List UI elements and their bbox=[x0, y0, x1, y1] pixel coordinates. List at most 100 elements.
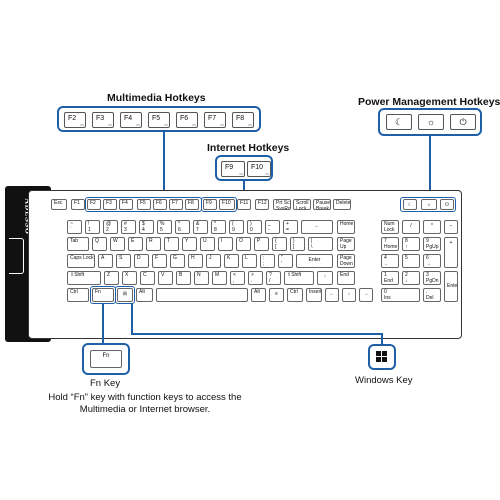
key-arrow-left: ← bbox=[325, 288, 339, 302]
key-right-ctrl: Ctrl bbox=[287, 288, 303, 302]
windows-connector-horizontal bbox=[131, 333, 383, 335]
key-n: N bbox=[194, 271, 209, 285]
key-num-enter: Enter bbox=[444, 271, 458, 302]
key-num-5: 5 bbox=[402, 254, 420, 268]
note-line-2: Multimedia or Internet browser. bbox=[79, 404, 211, 415]
key-k: K bbox=[224, 254, 239, 268]
key-e: E bbox=[128, 237, 143, 251]
key-home: Home bbox=[337, 220, 355, 234]
key-period: > . bbox=[248, 271, 263, 285]
key-m: M bbox=[212, 271, 227, 285]
key-8: * 8 bbox=[211, 220, 226, 234]
power-icon: ⏻ bbox=[450, 114, 476, 130]
key-w: W bbox=[110, 237, 125, 251]
key-f9: F9 bbox=[203, 199, 217, 210]
key-windows: ⊞ bbox=[117, 288, 133, 302]
key-9: ( 9 bbox=[229, 220, 244, 234]
key-6: ^ 6 bbox=[175, 220, 190, 234]
internet-hotkeys-title: Internet Hotkeys bbox=[207, 142, 290, 154]
key-b: B bbox=[176, 271, 191, 285]
key-print-screen: Prt Sc SysRq bbox=[273, 199, 291, 210]
key-f7: F7 bbox=[169, 199, 183, 210]
key-delete: Delete bbox=[333, 199, 351, 210]
note-line-1: Hold “Fn” key with function keys to acce… bbox=[48, 392, 242, 403]
key-v: V bbox=[158, 271, 173, 285]
key-arrow-down: ↓ bbox=[342, 288, 356, 302]
key-o: O bbox=[236, 237, 251, 251]
callout-key-f6: F6▭ bbox=[176, 112, 198, 128]
key-num-minus: − bbox=[444, 220, 458, 234]
key-1: ! 1 bbox=[85, 220, 100, 234]
key-2: @ 2 bbox=[103, 220, 118, 234]
internet-callout: F9▭ F10▭ bbox=[215, 155, 273, 181]
key-x: X bbox=[122, 271, 137, 285]
power-hotkeys-title: Power Management Hotkeys bbox=[358, 96, 500, 108]
sleep-icon: ☾ bbox=[386, 114, 412, 130]
key-f5: F5 bbox=[137, 199, 151, 210]
multimedia-callout: F2▭ F3▭ F4▭ F5▭ F6▭ F7▭ F8▭ bbox=[57, 106, 261, 132]
key-caps-lock: Caps Lock bbox=[67, 254, 95, 268]
fn-key-highlight bbox=[90, 286, 116, 304]
multimedia-keys-highlight bbox=[85, 197, 202, 212]
fn-key-label: Fn Key bbox=[90, 378, 121, 389]
key-5: % 5 bbox=[157, 220, 172, 234]
key-num-lock: Num Lock bbox=[381, 220, 399, 234]
callout-key-f5: F5▭ bbox=[148, 112, 170, 128]
windows-key-label: Windows Key bbox=[355, 375, 413, 386]
key-num-3: 3 PgDn bbox=[423, 271, 441, 285]
key-num-divide: / bbox=[402, 220, 420, 234]
key-left-shift: ⇧Shift bbox=[67, 271, 101, 285]
key-4: $ 4 bbox=[139, 220, 154, 234]
key-left-ctrl: Ctrl bbox=[67, 288, 89, 302]
key-pause-break: Pause Break bbox=[313, 199, 331, 210]
key-backslash: | \ bbox=[308, 237, 333, 251]
key-f: F bbox=[152, 254, 167, 268]
key-space bbox=[156, 288, 248, 302]
key-backspace: ← bbox=[301, 220, 333, 234]
key-backtick: ~ ` bbox=[67, 220, 82, 234]
key-f12: F12 bbox=[255, 199, 269, 210]
power-connector bbox=[429, 136, 431, 202]
key-equals: + = bbox=[283, 220, 298, 234]
key-page-up: Page Up bbox=[337, 237, 355, 251]
key-insert: Insert bbox=[306, 288, 322, 302]
key-esc: Esc bbox=[51, 199, 67, 210]
windows-key-callout bbox=[368, 344, 396, 370]
key-a: A bbox=[98, 254, 113, 268]
key-f8: F8 bbox=[185, 199, 199, 210]
key-r: R bbox=[146, 237, 161, 251]
key-right-shift: ⇧Shift bbox=[284, 271, 314, 285]
key-close-bracket: } ] bbox=[290, 237, 305, 251]
multimedia-hotkeys-title: Multimedia Hotkeys bbox=[107, 92, 206, 104]
key-menu: ≡ bbox=[269, 288, 284, 302]
key-z: Z bbox=[104, 271, 119, 285]
fn-instruction-note: Hold “Fn” key with function keys to acce… bbox=[20, 392, 270, 416]
callout-key-f7: F7▭ bbox=[204, 112, 226, 128]
callout-key-f9: F9▭ bbox=[221, 161, 245, 177]
key-num-decimal: . Del bbox=[423, 288, 441, 302]
key-num-4: 4 ← bbox=[381, 254, 399, 268]
key-g: G bbox=[170, 254, 185, 268]
key-quote: " ' bbox=[278, 254, 293, 268]
key-s: S bbox=[116, 254, 131, 268]
key-l: L bbox=[242, 254, 257, 268]
key-num-plus: + bbox=[444, 237, 458, 268]
key-sleep: ☾ bbox=[403, 199, 417, 210]
key-num-9: 9 PgUp bbox=[423, 237, 441, 251]
key-left-alt: Alt bbox=[136, 288, 153, 302]
key-f2: F2 bbox=[87, 199, 101, 210]
key-f10: F10 bbox=[219, 199, 235, 210]
key-t: T bbox=[164, 237, 179, 251]
windows-logo-icon bbox=[376, 351, 387, 362]
key-u: U bbox=[200, 237, 215, 251]
key-num-multiply: * bbox=[423, 220, 441, 234]
key-arrow-right: → bbox=[359, 288, 373, 302]
key-i: I bbox=[218, 237, 233, 251]
key-q: Q bbox=[92, 237, 107, 251]
windows-connector-drop bbox=[381, 333, 383, 345]
key-num-0: 0 Ins bbox=[381, 288, 420, 302]
key-wake: ☼ bbox=[421, 199, 437, 210]
key-semicolon: : ; bbox=[260, 254, 275, 268]
key-slash: ? / bbox=[266, 271, 281, 285]
key-f3: F3 bbox=[103, 199, 117, 210]
